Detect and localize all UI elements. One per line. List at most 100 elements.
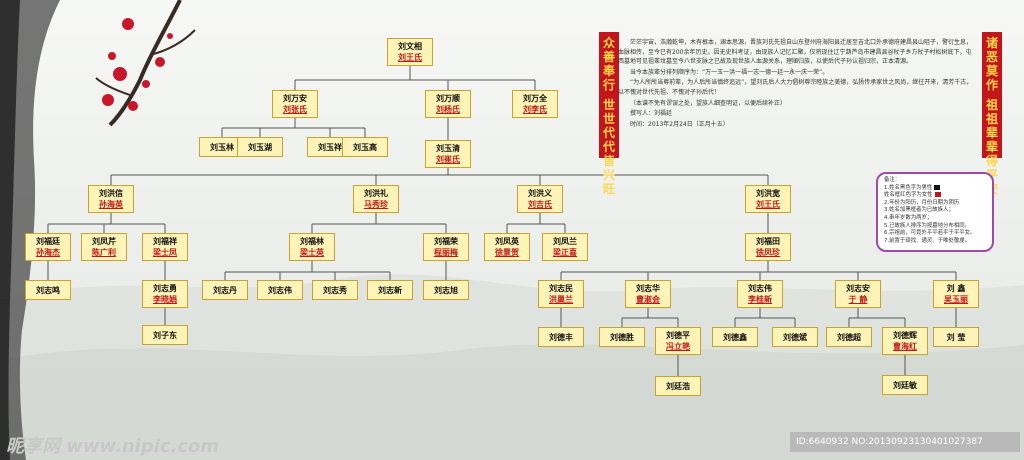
node-male-name: 刘德辉: [893, 331, 917, 340]
node-male-name: 刘 莹: [946, 333, 966, 342]
tree-node: 刘凤芹 陈广利: [81, 233, 127, 261]
tree-node: 刘玉清 刘崔氏: [425, 140, 471, 168]
tree-node: 刘廷浩: [655, 376, 701, 396]
tree-node-root: 刘文相 刘王氏: [387, 38, 433, 66]
right-couplet-banner: 诸恶莫作 祖祖辈辈得平安: [982, 32, 1002, 196]
tree-node: 刘洪宽 刘王氏: [745, 185, 791, 213]
right-couplet-line-1: 诸恶莫作: [985, 36, 998, 92]
node-male-name: 刘万全: [523, 94, 547, 103]
node-male-name: 刘廷浩: [666, 382, 690, 391]
node-male-name: 刘 鑫: [946, 284, 966, 293]
tree-node: 刘福林 梁士英: [289, 233, 335, 261]
female-swatch-icon: [934, 192, 941, 198]
node-male-name: 刘廷敏: [893, 381, 917, 390]
node-male-name: 刘德超: [837, 333, 861, 342]
tree-node: 刘万顺 刘杨氏: [425, 90, 471, 118]
node-male-name: 刘志伟: [268, 286, 292, 295]
tree-node: 刘志旭: [423, 280, 469, 300]
node-male-name: 刘洪礼: [364, 189, 388, 198]
legend-item: 6.宗祖前，可竟外平平若平于平平女。: [884, 230, 976, 237]
legend-item: 3.姓名加黑框者为已故族人；: [884, 207, 954, 214]
intro-paragraph: （本谱不免有谬误之处，望族人细查明证，以便后续补正）: [630, 99, 787, 107]
tree-node: 刘福祥 梁士凤: [142, 233, 188, 261]
node-female-name: 李晓娟: [153, 295, 177, 304]
node-male-name: 刘玉湖: [248, 143, 272, 152]
node-male-name: 刘福廷: [36, 237, 60, 246]
node-female-name: 刘吉氏: [528, 200, 552, 209]
node-male-name: 刘志勇: [153, 284, 177, 293]
node-male-name: 刘文相: [398, 42, 422, 51]
node-female-name: 陈广利: [92, 248, 116, 257]
legend-item: 5.已故族人排序为按墓地分布相同。: [884, 222, 971, 229]
node-male-name: 刘志鸣: [36, 286, 60, 295]
tree-node: 刘凤英 徐景贺: [484, 233, 530, 261]
node-male-name: 刘福荣: [434, 237, 458, 246]
left-couplet-line-1: 众善奉行: [602, 36, 615, 92]
tree-node: 刘志秀: [312, 280, 358, 300]
tree-node: 刘福荣 程丽梅: [423, 233, 469, 261]
node-female-name: 曹海红: [893, 342, 917, 351]
node-female-name: 冯立艳: [666, 342, 690, 351]
node-male-name: 刘德斌: [783, 333, 807, 342]
tree-node: 刘洪礼 马秀珍: [353, 185, 399, 213]
legend-item: 1.姓名黑色字为男性: [884, 184, 986, 193]
tree-node: 刘德胜: [599, 327, 645, 347]
tree-node: 刘洪义 刘吉氏: [517, 185, 563, 213]
node-female-name: 马秀珍: [364, 200, 388, 209]
legend-item: 4.奉年岁数为两岁；: [884, 214, 933, 221]
node-male-name: 刘洪义: [528, 189, 552, 198]
node-female-name: 徐景贺: [495, 248, 519, 257]
legend-item: 7.前置于硕找、通灵、于唯处敬虔。: [884, 237, 971, 244]
tree-node: 刘志勇 李晓娟: [142, 280, 188, 308]
legend-item: 姓名框红色字为女性: [884, 192, 986, 200]
tree-node: 刘志民 洪巢兰: [538, 280, 584, 308]
tree-node: 刘万全 刘李氏: [512, 90, 558, 118]
node-male-name: 刘福祥: [153, 237, 177, 246]
node-female-name: 刘李氏: [523, 105, 547, 114]
tree-node: 刘志伟: [257, 280, 303, 300]
tree-node: 刘志鸣: [25, 280, 71, 300]
node-male-name: 刘万安: [283, 94, 307, 103]
node-male-name: 刘玉清: [436, 144, 460, 153]
legend-item: 2.年份为阳历，月份日期为阴历: [884, 199, 960, 206]
node-male-name: 刘志华: [636, 284, 660, 293]
node-female-name: 吴玉丽: [944, 295, 968, 304]
node-male-name: 刘志新: [378, 286, 402, 295]
node-male-name: 刘福田: [756, 237, 780, 246]
node-male-name: 刘德鑫: [723, 333, 747, 342]
tree-node: 刘德鑫: [712, 327, 758, 347]
intro-paragraph: “为人所所当尊前辈，为人后所当慎终追远”，望刘氏后人大力倡树尊宗睦族之美德，弘扬…: [618, 79, 973, 96]
node-male-name: 刘万顺: [436, 94, 460, 103]
tree-node: 刘凤兰 梁正喜: [542, 233, 588, 261]
node-male-name: 刘志丹: [213, 286, 237, 295]
left-couplet-line-2: 世世代代皆兴旺: [602, 98, 615, 196]
tree-node: 刘德斌: [772, 327, 818, 347]
node-male-name: 刘德平: [666, 331, 690, 340]
node-male-name: 刘玉高: [353, 143, 377, 152]
male-swatch-icon: [934, 184, 941, 190]
node-female-name: 刘王氏: [398, 53, 422, 62]
node-male-name: 刘凤芹: [92, 237, 116, 246]
node-female-name: 刘崔氏: [436, 155, 460, 164]
tree-node: 刘志安 于 静: [835, 280, 881, 308]
tree-node: 刘子东: [142, 325, 188, 345]
node-male-name: 刘福林: [300, 237, 324, 246]
node-female-name: 梁正喜: [553, 248, 577, 257]
node-male-name: 刘凤英: [495, 237, 519, 246]
node-female-name: 徐凤珍: [756, 248, 780, 257]
node-male-name: 刘德胜: [610, 333, 634, 342]
tree-node: 刘志伟 李桂新: [737, 280, 783, 308]
node-male-name: 刘志民: [549, 284, 573, 293]
legend-box: 备注： 1.姓名黑色字为男性 姓名框红色字为女性 2.年份为阳历，月份日期为阴历…: [876, 172, 994, 252]
node-female-name: 刘张氏: [283, 105, 307, 114]
node-male-name: 刘玉林: [210, 143, 234, 152]
node-male-name: 刘志伟: [748, 284, 772, 293]
legend-title: 备注：: [884, 177, 901, 183]
tree-node: 刘福廷 孙海杰: [25, 233, 71, 261]
tree-node: 刘志新: [367, 280, 413, 300]
tree-node: 刘德超: [826, 327, 872, 347]
node-female-name: 梁士凤: [153, 248, 177, 257]
intro-paragraph: 当今本族辈分排列顺序为：“万一玉一洪一福一志一德一廷一永一庆一荣”。: [630, 68, 829, 76]
node-male-name: 刘凤兰: [553, 237, 577, 246]
